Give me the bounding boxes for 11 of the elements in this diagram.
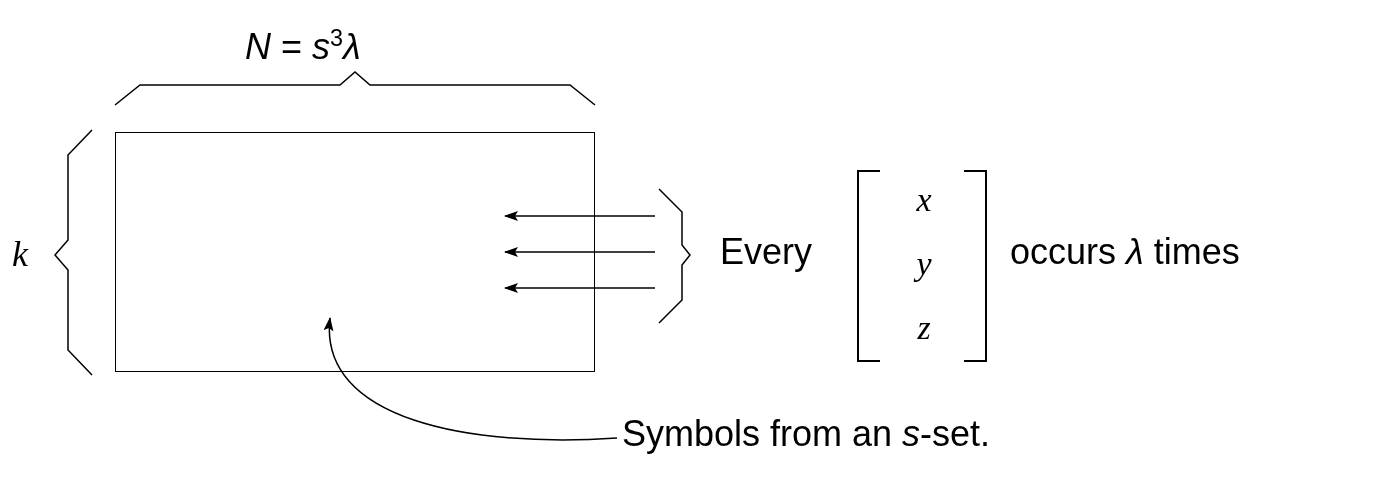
arrow (504, 283, 656, 293)
rectangle-box (115, 132, 595, 372)
dimension-label: N = s$^{3}$λ (245, 24, 361, 67)
text: Every (720, 232, 813, 272)
arrow (504, 211, 656, 221)
arrow (325, 317, 618, 441)
vector-entries: x y z (914, 168, 934, 360)
text: Symbols from an s-set. (622, 414, 991, 454)
dimension-label: k (12, 234, 28, 274)
arrow (504, 247, 656, 257)
text: occurs λ times (1010, 232, 1240, 272)
